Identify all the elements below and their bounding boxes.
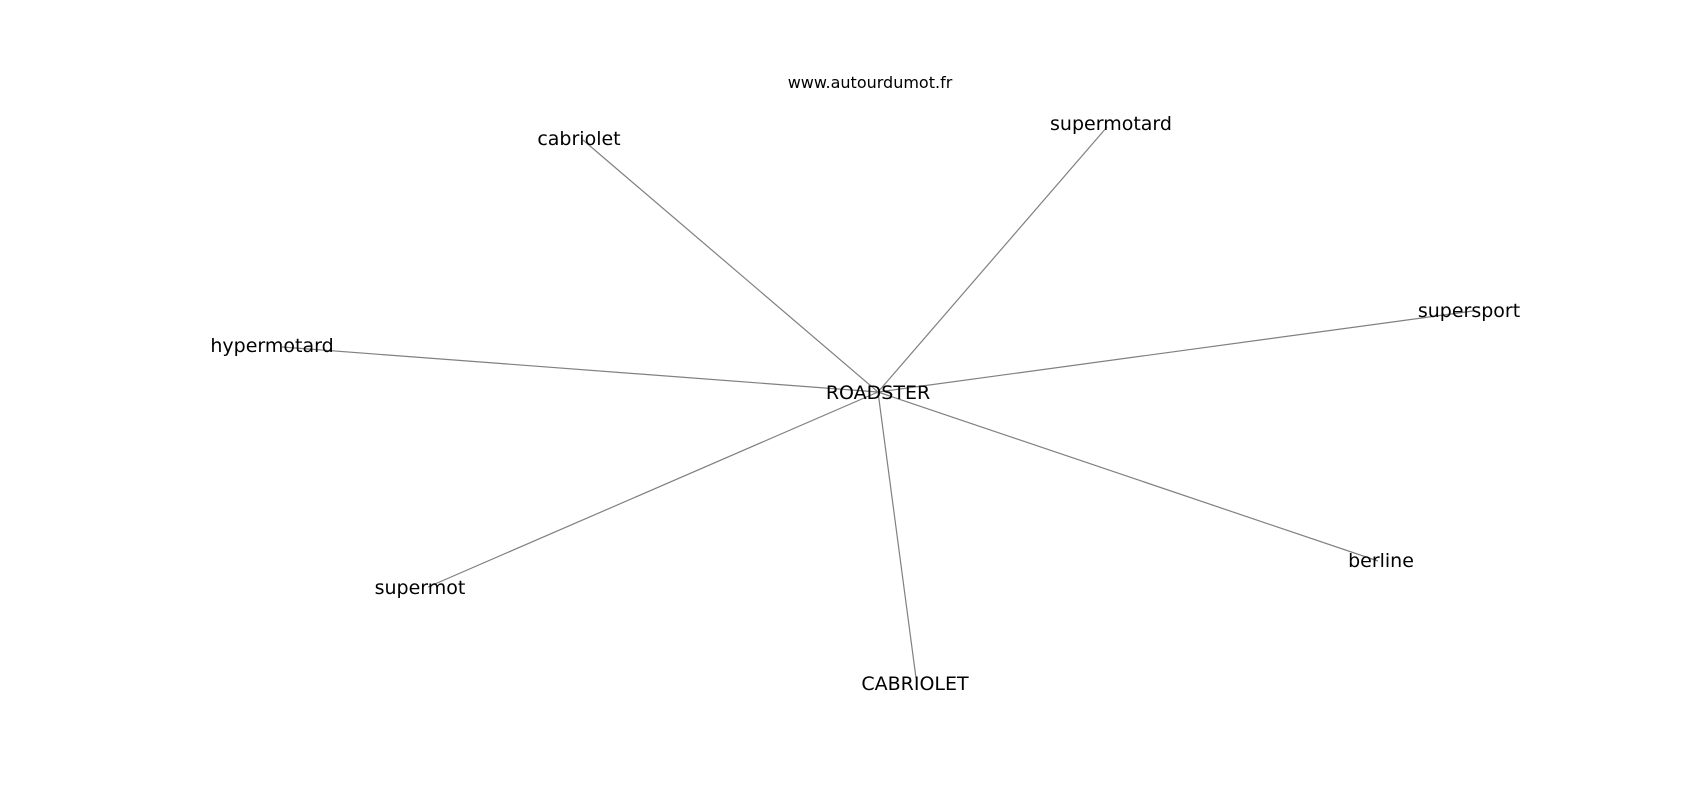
edges-layer [281,126,1474,679]
node-supermot[interactable]: supermot [375,577,466,599]
edge-roadster-supermotard [877,126,1108,393]
edge-roadster-berline [877,391,1379,562]
node-supersport[interactable]: supersport [1418,300,1520,322]
node-berline[interactable]: berline [1348,550,1414,572]
edge-roadster-supersport [877,310,1474,393]
node-supermotard[interactable]: supermotard [1050,113,1172,135]
watermark: www.autourdumot.fr [788,73,953,92]
node-cabriolet-upper[interactable]: CABRIOLET [861,673,969,695]
edge-roadster-cabriolet [582,139,879,393]
edge-roadster-supermot [427,391,879,588]
center-node-roadster[interactable]: ROADSTER [826,382,930,404]
node-cabriolet[interactable]: cabriolet [537,128,620,150]
edge-roadster-cabriolet-upper [877,391,917,679]
node-hypermotard[interactable]: hypermotard [210,335,333,357]
edge-roadster-hypermotard [281,346,879,393]
